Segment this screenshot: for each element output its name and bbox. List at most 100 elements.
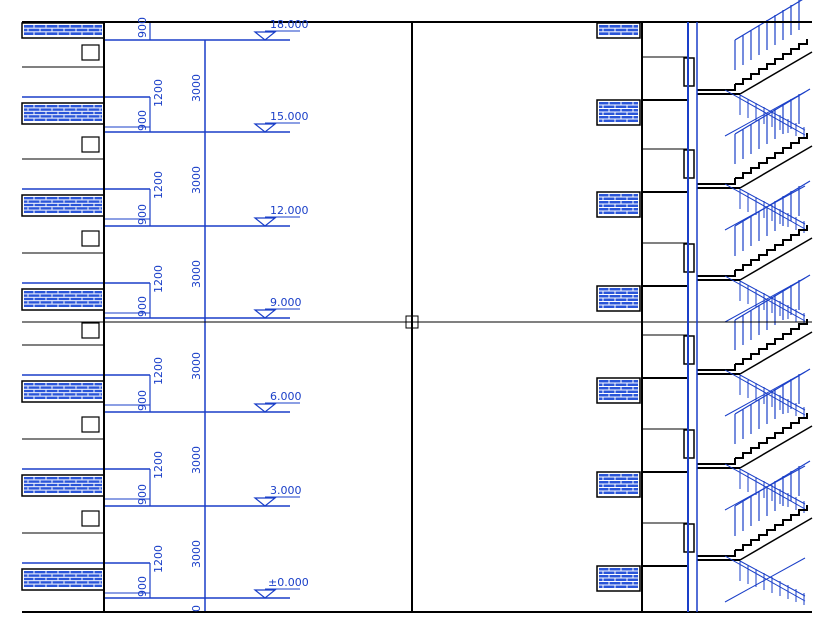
brick-band-course [24,32,102,35]
brick-window-course [599,119,638,122]
stair-cross-lines [724,275,806,323]
frame [22,21,812,613]
stair-flight-steps [735,225,808,271]
left-elevation [21,22,105,591]
brick-window-course [599,208,638,211]
brick-window-course [599,387,638,390]
brick-window-course [599,32,638,35]
brick-band-course [24,574,102,577]
brick-band-course [24,577,102,581]
elevation-marker-icon [253,403,277,413]
sill-height-label: 900 [136,576,149,597]
sill-height-label: 900 [136,390,149,411]
window-height-label: 1200 [152,357,165,385]
stair-section [697,0,813,605]
base-dim-label: 0 [190,605,203,612]
elevation-label: 3.000 [270,484,302,497]
stair-cross-lines [724,555,806,603]
brick-window-course [599,302,638,305]
brick-window-course [599,394,638,397]
stair-balustrade [734,88,811,164]
elevation-marker-icon [253,123,277,133]
brick-window-course [599,477,638,480]
cursor-pickbox-icon[interactable] [405,315,419,329]
stair-soffit [739,51,813,95]
brick-band-course [24,487,102,490]
storey-height-label: 3000 [190,446,203,474]
stair-soffit [739,237,813,281]
stair-flight-steps [735,413,808,459]
brick-band-course [24,111,102,115]
brick-band-course [24,301,102,304]
elevation-marker-icon [253,589,277,599]
window-square [81,416,100,433]
window-square [81,44,100,61]
brick-band-course [24,197,102,200]
brick-band-course [24,393,102,396]
brick-window-course [599,116,638,119]
brick-window-course [599,578,638,581]
brick-band-course [24,28,102,32]
storey-height-label: 3000 [190,540,203,568]
stair-landing [697,270,740,281]
brick-band-course [24,203,102,207]
brick-window-course [599,383,638,386]
brick-band-course [24,480,102,483]
stair-lower-flight [739,560,806,605]
top-dim-label: 900 [136,17,149,38]
window-square [81,136,100,153]
brick-band-course [24,483,102,487]
brick-band-course [24,304,102,307]
stair-landing [697,364,740,375]
brick-window-course [599,488,638,491]
brick-window-course [599,109,638,112]
window-height-label: 1200 [152,171,165,199]
stair-soffit [739,517,813,561]
elevation-label: 9.000 [270,296,302,309]
stair-soffit [739,331,813,375]
elevation-marker-icon [253,497,277,507]
stair-balustrade [734,368,811,444]
brick-window-course [599,25,638,28]
brick-window-course [599,295,638,298]
right-elevation [596,22,695,592]
sill-height-label: 900 [136,296,149,317]
stair-balustrade [734,274,811,350]
brick-window-course [599,194,638,197]
brick-window-course [599,585,638,588]
brick-window-course [599,305,638,308]
brick-band-course [24,490,102,493]
stair-cross-lines [724,369,806,417]
elevation-label: 18.000 [270,18,309,31]
storey-height-label: 3000 [190,166,203,194]
stair-landing [697,178,740,189]
stair-lower-flight [739,188,806,233]
window-height-label: 1200 [152,79,165,107]
brick-band-course [24,571,102,574]
window-height-label: 1200 [152,265,165,293]
brick-band-course [24,396,102,399]
brick-band-course [24,291,102,294]
window-height-label: 1200 [152,545,165,573]
stair-flight-steps [735,319,808,365]
elevation-label: 6.000 [270,390,302,403]
sill-height-label: 900 [136,110,149,131]
brick-window-course [599,474,638,477]
brick-band-course [24,297,102,301]
stair-lower-flight [739,280,806,325]
storey-height-label: 3000 [190,260,203,288]
brick-window-course [599,397,638,400]
brick-window-course [599,571,638,574]
stair-lower-flight [739,468,806,513]
stair-flight-steps [735,133,808,179]
brick-band-course [24,207,102,210]
brick-band-course [24,477,102,480]
stair-soffit [739,425,813,469]
brick-window-course [599,380,638,383]
brick-band-course [24,210,102,213]
brick-window-course [599,298,638,301]
brick-band-course [24,389,102,393]
brick-window-course [599,102,638,105]
